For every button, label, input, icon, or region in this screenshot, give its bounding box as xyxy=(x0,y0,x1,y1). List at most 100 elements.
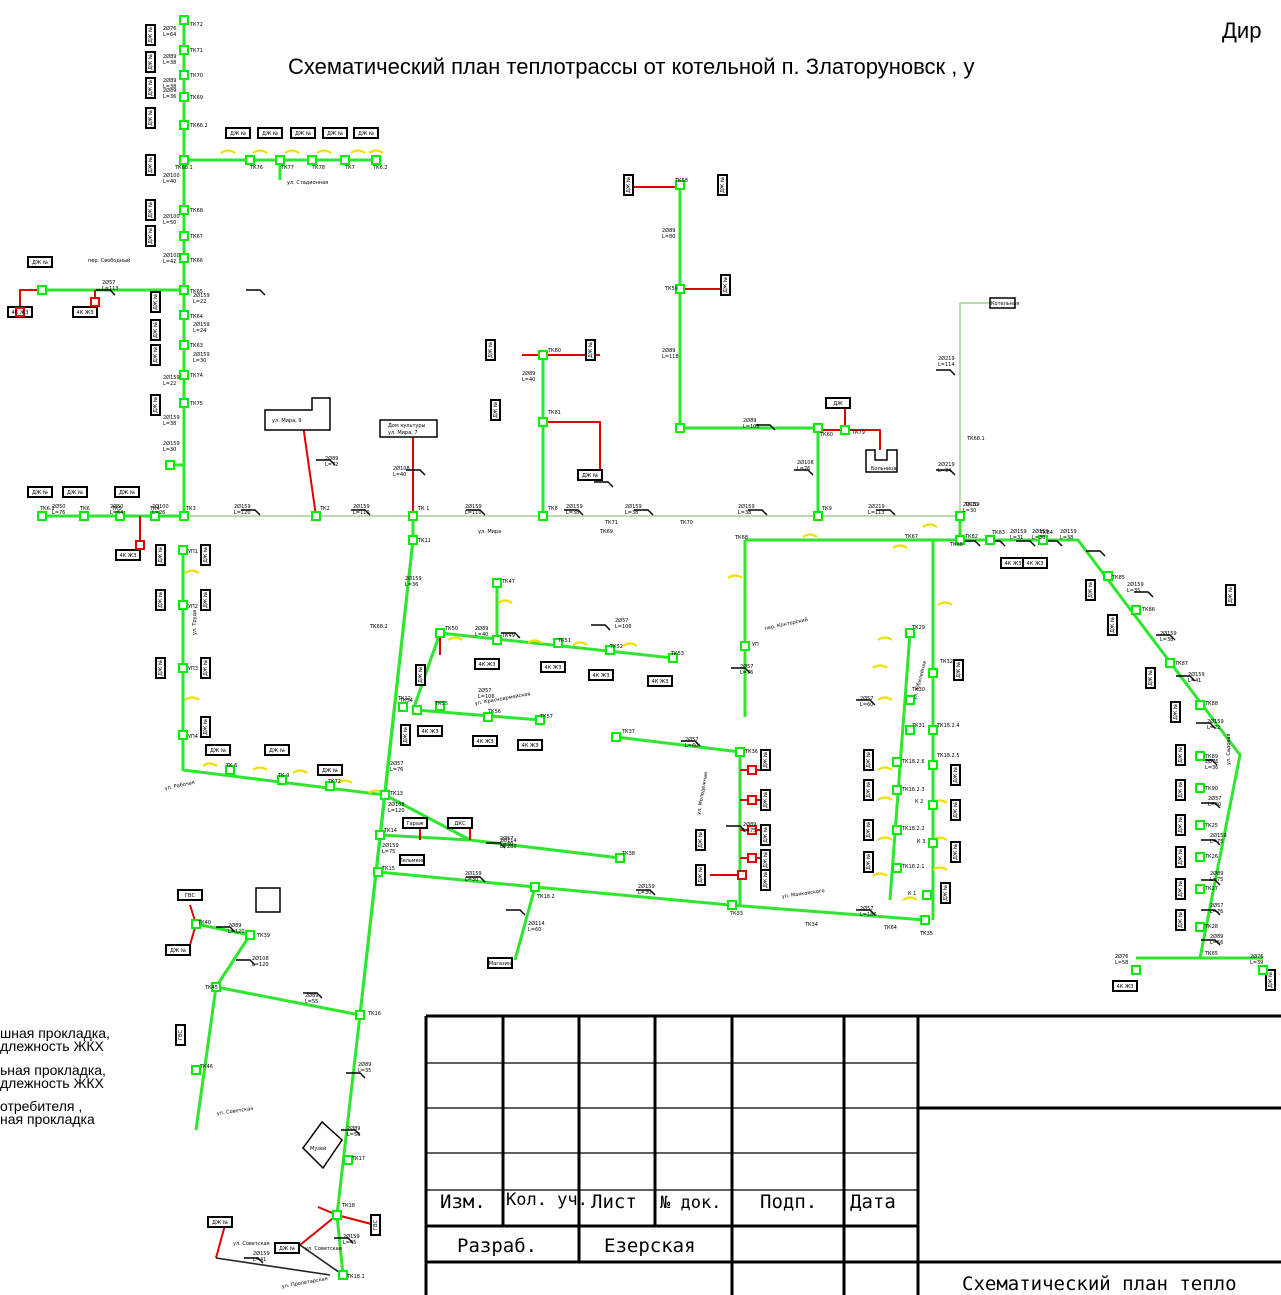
pipe-label: L=41 xyxy=(1188,678,1201,684)
node-label: ТК18.2.3 xyxy=(901,787,925,793)
chamber-node xyxy=(892,785,902,795)
node-label: ТК3 xyxy=(185,506,196,512)
consumer-building xyxy=(150,394,161,416)
node-label: ТК68.2 xyxy=(189,123,208,129)
consumer-building xyxy=(623,174,634,196)
node-label: К 3 xyxy=(917,839,925,845)
consumer-pipe xyxy=(19,289,42,312)
pipe-label: L=38 xyxy=(163,84,176,90)
node-label: ТК25 xyxy=(1204,823,1218,829)
pipe-label: L=110 xyxy=(353,510,370,516)
consumer-building xyxy=(165,944,191,956)
building-outline xyxy=(255,887,281,913)
section-marker xyxy=(892,544,908,549)
pipe-label: L=280 xyxy=(500,844,517,850)
pipe-label: L=38 xyxy=(1160,637,1173,643)
chamber-node xyxy=(538,350,548,360)
pipe-label: 2Ø159 xyxy=(163,414,180,421)
consumer-label: ДЖ № xyxy=(212,1220,229,1226)
consumer-building xyxy=(953,659,964,681)
stamp-col-kol: Кол. уч. xyxy=(506,1190,588,1210)
pipe-label: L=38 xyxy=(566,510,579,516)
label-leader xyxy=(1196,722,1216,729)
consumer-building xyxy=(145,107,156,129)
node-label: ТК56 xyxy=(487,709,501,715)
node-label: ТК72 xyxy=(189,22,203,28)
legend-entry-3-line1: отребителя , xyxy=(0,1098,83,1114)
consumer-label: ДЖ № xyxy=(230,131,247,137)
pipe-label: 2Ø89 xyxy=(305,992,318,999)
node-label: ТК60 xyxy=(819,432,833,438)
node-label: ТК11 xyxy=(417,538,431,544)
consumer-building xyxy=(145,225,156,247)
pipe-label: 2Ø100 xyxy=(163,252,180,259)
consumer-building xyxy=(695,829,706,851)
stamp-col-doc: № док. xyxy=(660,1193,721,1213)
building-outline xyxy=(302,1120,343,1170)
consumer-building xyxy=(402,817,428,829)
pipe-label: 2Ø89 xyxy=(743,821,756,828)
pipe-label: L=38 xyxy=(738,510,751,516)
consumer-pipe xyxy=(299,1214,338,1246)
consumer-building xyxy=(490,399,501,421)
consumer-building xyxy=(717,174,728,196)
consumer-building xyxy=(1175,744,1186,766)
node-label: ТК18 xyxy=(341,1203,355,1209)
node-label: ТК36 xyxy=(744,749,758,755)
consumer-node xyxy=(15,307,25,317)
node-label: ТК7 xyxy=(344,165,355,171)
pipe-label: 2Ø76 xyxy=(1115,953,1128,960)
label-leader xyxy=(501,632,521,639)
chamber-node xyxy=(840,425,850,435)
chamber-node xyxy=(955,511,965,521)
label-leader xyxy=(636,889,656,896)
chamber-node xyxy=(179,155,189,165)
pipe-label: 2Ø159 xyxy=(638,883,655,890)
consumer-building xyxy=(155,589,166,611)
pipe-label: 2Ø57 xyxy=(860,695,873,702)
section-marker xyxy=(184,696,200,701)
chamber-node xyxy=(530,882,540,892)
pipe-label: 2Ø100 xyxy=(163,172,180,179)
pipe-label: 2Ø89 xyxy=(662,227,675,234)
consumer-node xyxy=(747,795,757,805)
section-marker xyxy=(202,762,218,767)
chamber-node xyxy=(375,830,385,840)
chamber-node xyxy=(179,253,189,263)
node-label: ТК80 xyxy=(547,348,561,354)
street-label: ул. Садовая xyxy=(1226,734,1232,765)
chamber-node xyxy=(343,1155,353,1165)
inner-pipe xyxy=(215,1257,331,1276)
consumer-label: Пельмени xyxy=(399,858,425,864)
node-label: ТК18.2.5 xyxy=(936,753,960,759)
pipe-label: 2Ø89 xyxy=(347,1125,360,1132)
pipe-label: 2Ø108 xyxy=(393,465,410,472)
consumer-label: 4К ЖЗ xyxy=(477,739,494,745)
section-marker xyxy=(447,636,463,641)
pipe-label: L=40 xyxy=(475,632,488,638)
node-label: ТК6.1 xyxy=(39,506,55,512)
street-label: ул. Мира xyxy=(478,529,501,535)
main-pipe xyxy=(358,539,415,1016)
inner-pipe xyxy=(299,1244,344,1276)
chamber-node xyxy=(398,702,408,712)
node-label: ТК83 xyxy=(991,530,1005,536)
consumer-building xyxy=(200,716,211,738)
pipe-label: 2Ø159 xyxy=(193,321,210,328)
label-leader xyxy=(961,540,981,547)
node-label: ТК68.2 xyxy=(369,624,388,630)
label-leader xyxy=(341,1129,361,1136)
pipe-label: 2Ø57 xyxy=(102,279,115,286)
pipe-label: L=30 xyxy=(638,890,651,896)
consumer-label: ДЖ № xyxy=(170,948,187,954)
pipe-label: L=120 xyxy=(234,510,251,516)
chamber-node xyxy=(928,668,938,678)
pipe-label: L=22 xyxy=(1207,725,1220,731)
consumer-building xyxy=(720,274,731,296)
consumer-building xyxy=(155,544,166,566)
main-pipe xyxy=(181,550,386,797)
label-leader xyxy=(1176,675,1196,682)
consumer-building xyxy=(415,664,426,686)
pipe-label: L=36 xyxy=(1032,535,1045,541)
